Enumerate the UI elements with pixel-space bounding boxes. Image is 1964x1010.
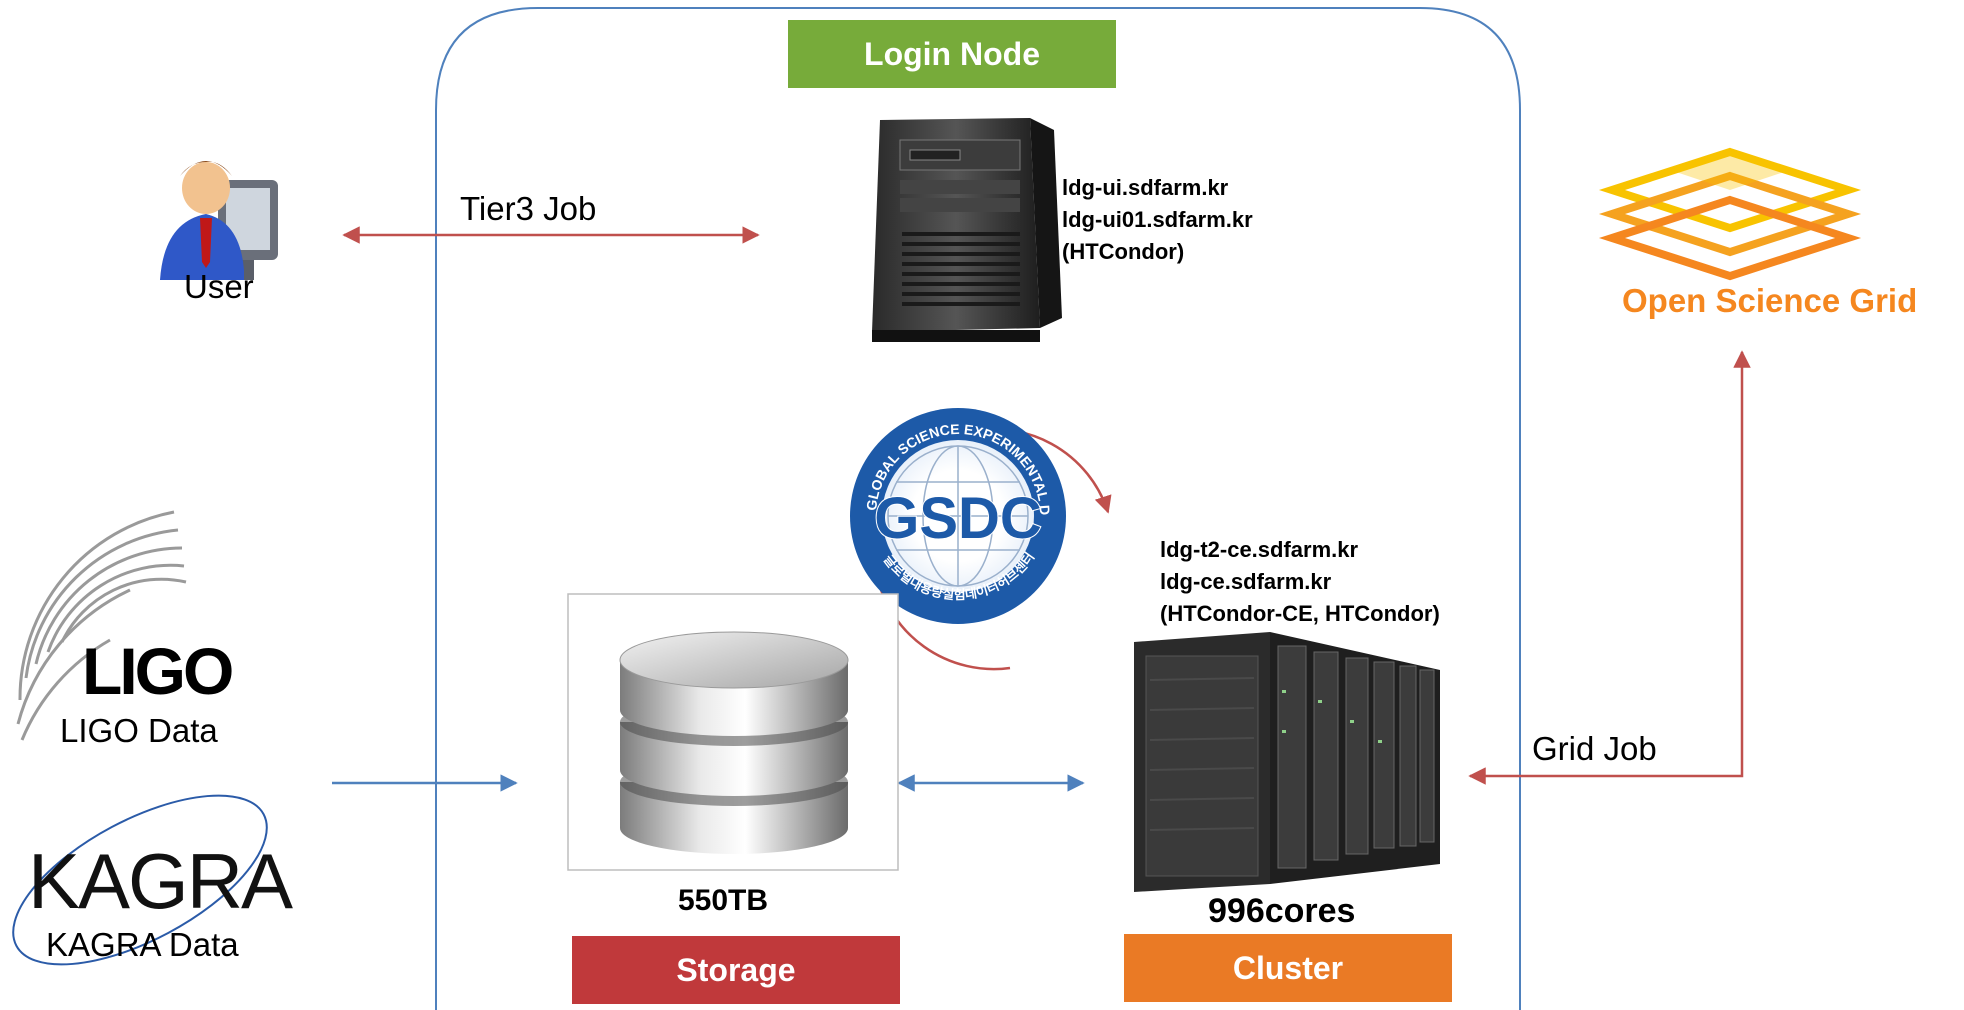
grid-job-label: Grid Job <box>1532 730 1657 767</box>
cluster-host-3: (HTCondor-CE, HTCondor) <box>1160 601 1440 626</box>
database-icon <box>619 631 849 854</box>
storage-capacity: 550TB <box>678 884 769 917</box>
ligo-logo-text: LIGO <box>82 634 232 708</box>
server-rack-icon <box>1134 632 1440 892</box>
datacenter-boundary <box>435 7 1521 1010</box>
ligo-logo <box>16 510 187 741</box>
kagra-logo-text: KAGRA <box>28 837 293 925</box>
user-label: User <box>184 268 254 305</box>
osg-logo <box>1598 147 1862 281</box>
gsdc-logo-text: GSDC <box>874 486 1042 551</box>
ligo-data-label: LIGO Data <box>60 712 218 749</box>
login-host-1: ldg-ui.sdfarm.kr <box>1062 175 1229 200</box>
cluster-hosts: ldg-t2-ce.sdfarm.kr ldg-ce.sdfarm.kr (HT… <box>1160 534 1440 630</box>
user-computer-icon <box>160 161 278 280</box>
osg-label: Open Science Grid <box>1622 282 1918 319</box>
cluster-badge: Cluster <box>1124 934 1452 1002</box>
login-node-hosts: ldg-ui.sdfarm.kr ldg-ui01.sdfarm.kr (HTC… <box>1062 172 1253 268</box>
login-host-3: (HTCondor) <box>1062 239 1185 264</box>
login-host-2: ldg-ui01.sdfarm.kr <box>1062 207 1253 232</box>
tier3-job-label: Tier3 Job <box>460 190 597 227</box>
login-node-badge: Login Node <box>788 20 1116 88</box>
cluster-host-1: ldg-t2-ce.sdfarm.kr <box>1160 537 1359 562</box>
kagra-logo <box>12 794 268 966</box>
cluster-cores: 996cores <box>1208 892 1356 930</box>
kagra-data-label: KAGRA Data <box>46 926 239 963</box>
grid-job-arrow <box>1468 350 1751 785</box>
storage-badge: Storage <box>572 936 900 1004</box>
tower-server-icon <box>872 118 1062 342</box>
cluster-host-2: ldg-ce.sdfarm.kr <box>1160 569 1332 594</box>
